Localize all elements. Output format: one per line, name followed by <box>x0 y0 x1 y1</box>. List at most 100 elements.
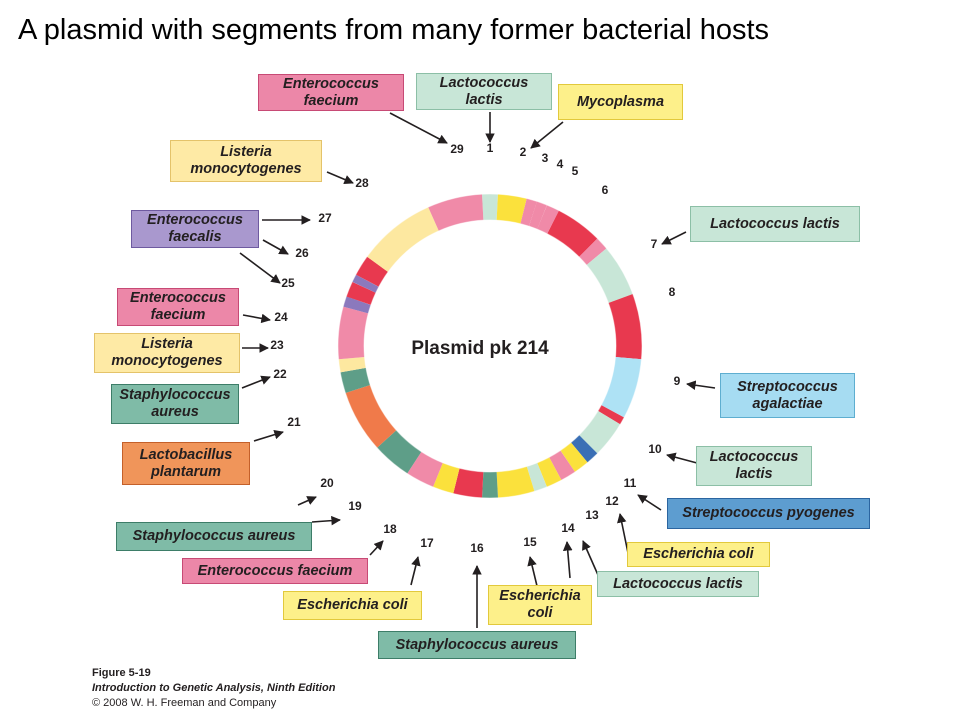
ring-segment <box>343 296 371 314</box>
segment-number-8: 8 <box>669 285 676 299</box>
ring-segment <box>526 462 547 492</box>
segment-number-22: 22 <box>273 367 287 381</box>
ring-segment <box>355 256 389 287</box>
host-label-text: Staphylococcus aureus <box>119 387 231 420</box>
host-label-text: Enterococcus faecalis <box>147 212 243 245</box>
host-label-enterococcus-faecalis: Enterococcus faecalis <box>131 210 259 248</box>
segment-number-5: 5 <box>572 164 579 178</box>
host-label-text: Mycoplasma <box>576 93 665 110</box>
host-label-text: Lactococcus lactis <box>613 575 743 592</box>
host-label-text: Enterococcus faecium <box>283 75 379 109</box>
host-label-staphylococcus-aureus-left: Staphylococcus aureus <box>111 384 239 424</box>
ring-segment <box>407 451 444 487</box>
segment-number-12: 12 <box>605 494 619 508</box>
segment-number-11: 11 <box>624 476 637 490</box>
host-label-staphylococcus-aureus-bottom: Staphylococcus aureus <box>378 631 576 659</box>
host-label-lactococcus-lactis-lower-right: Lactococcus lactis <box>696 446 812 486</box>
segment-number-27: 27 <box>318 211 332 225</box>
ring-segment <box>337 306 369 360</box>
ring-segment <box>496 194 527 224</box>
segment-number-17: 17 <box>420 536 434 550</box>
ring-segment <box>433 462 460 494</box>
ring-segment <box>560 442 588 472</box>
host-label-streptococcus-agalactiae: Streptococcus agalactiae <box>720 373 855 418</box>
plasmid-ring <box>337 193 643 499</box>
host-label-escherichia-coli-left: Escherichia coli <box>283 591 422 620</box>
segment-number-6: 6 <box>602 183 609 197</box>
host-label-text: Enterococcus faecium <box>197 562 353 579</box>
host-label-text: Staphylococcus aureus <box>132 528 296 544</box>
pointer-arrow <box>527 556 538 587</box>
host-label-text: Listeria monocytogenes <box>111 336 223 369</box>
pointer-arrow <box>530 121 564 149</box>
host-label-text: Staphylococcus aureus <box>395 636 559 653</box>
host-label-listeria-monocytogenes-lower: Listeria monocytogenes <box>94 333 240 373</box>
ring-segment <box>537 457 562 487</box>
host-label-text: Lactobacillus plantarum <box>139 446 233 480</box>
pointer-arrow <box>241 375 271 389</box>
segment-number-16: 16 <box>470 541 484 555</box>
ring-edge <box>363 219 617 473</box>
pointer-arrow <box>311 515 341 526</box>
ring-segment <box>345 384 397 448</box>
segment-number-19: 19 <box>348 499 362 513</box>
segment-number-18: 18 <box>383 522 397 536</box>
ring-segment <box>453 468 484 498</box>
segment-number-4: 4 <box>557 157 564 171</box>
host-label-text: Lactococcus lactis <box>709 449 799 482</box>
segment-number-28: 28 <box>355 176 369 190</box>
pointer-arrow <box>562 541 573 579</box>
figure-number: Figure 5-19 <box>92 667 151 679</box>
segment-number-21: 21 <box>287 415 301 429</box>
ring-segment <box>546 210 598 258</box>
slide-title: A plasmid with segments from many former… <box>18 14 770 46</box>
host-label-text: Escherichia coli <box>643 546 754 562</box>
segment-number-1: 1 <box>487 141 494 155</box>
host-label-streptococcus-pyogenes: Streptococcus pyogenes <box>667 498 870 529</box>
pointer-arrow <box>686 380 716 390</box>
host-label-mycoplasma: Mycoplasma <box>558 84 683 120</box>
ring-segment <box>608 294 642 360</box>
host-label-text: Streptococcus agalactiae <box>737 378 838 412</box>
segment-number-7: 7 <box>651 237 658 251</box>
host-label-lactococcus-lactis-bottom: Lactococcus lactis <box>597 571 759 597</box>
host-label-lactococcus-lactis-right: Lactococcus lactis <box>690 206 860 242</box>
ring-segment <box>597 405 625 425</box>
ring-segment <box>377 430 422 474</box>
copyright: © 2008 W. H. Freeman and Company <box>92 697 277 709</box>
pointer-arrow <box>617 513 629 554</box>
segment-number-26: 26 <box>295 246 309 260</box>
ring-segment <box>346 281 376 306</box>
host-label-text: Escherichia coli <box>297 597 408 613</box>
ring-segment <box>338 356 366 373</box>
segment-number-24: 24 <box>274 310 288 324</box>
ring-segment <box>520 198 538 227</box>
pointer-arrow <box>369 540 384 556</box>
host-label-listeria-monocytogenes-upper: Listeria monocytogenes <box>170 140 322 182</box>
ring-segment <box>366 207 440 273</box>
pointer-arrow <box>666 452 698 464</box>
ring-segment <box>528 201 547 230</box>
ring-segment <box>601 356 642 418</box>
segment-number-23: 23 <box>270 338 284 352</box>
ring-segment <box>578 410 621 454</box>
segment-number-13: 13 <box>585 508 599 522</box>
pointer-arrow <box>262 239 289 255</box>
ring-segment <box>428 194 484 232</box>
host-label-enterococcus-faecium-top: Enterococcus faecium <box>258 74 404 111</box>
host-label-escherichia-coli-right: Escherichia coli <box>627 542 770 567</box>
host-label-text: Lactococcus lactis <box>439 74 529 108</box>
ring-segment <box>549 450 575 481</box>
ring-segment <box>340 367 371 394</box>
host-label-text: Escherichia coli <box>499 588 581 621</box>
pointer-arrow <box>326 171 354 185</box>
figure-caption: Figure 5-19 Introduction to Genetic Anal… <box>92 666 335 711</box>
host-label-text: Enterococcus faecium <box>130 290 226 323</box>
pointer-arrow <box>239 252 281 284</box>
ring-segment <box>537 205 560 234</box>
ring-segment <box>570 434 598 463</box>
ring-segment <box>496 466 535 498</box>
segment-number-2: 2 <box>520 145 527 159</box>
